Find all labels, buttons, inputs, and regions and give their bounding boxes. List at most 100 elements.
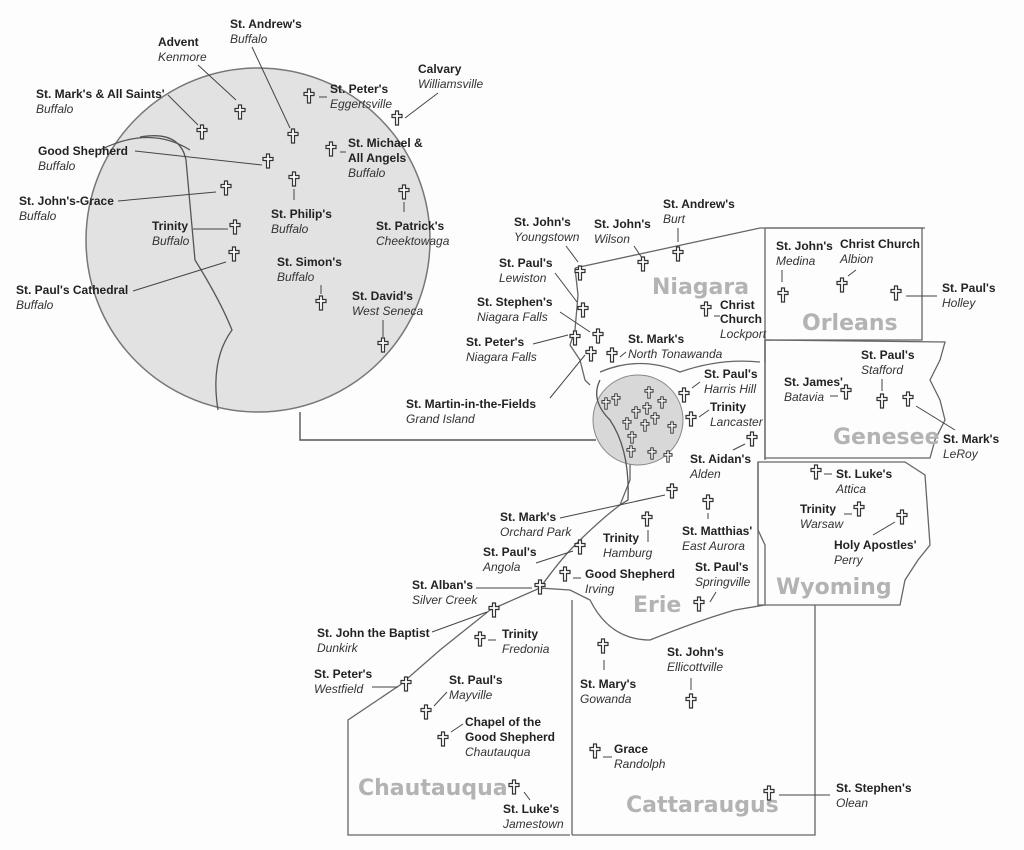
church-name-line2: Church: [720, 312, 762, 326]
church-name: Good Shepherd: [38, 144, 128, 158]
church-marker[interactable]: St. John the Baptist Dunkirk: [317, 602, 500, 655]
leader-line: [847, 269, 857, 277]
church-name: Trinity: [603, 531, 639, 545]
church-name: St. Peter's: [330, 82, 389, 96]
church-marker[interactable]: Calvary Williamsville: [391, 62, 484, 126]
church-marker[interactable]: St. John's Wilson: [594, 217, 651, 272]
church-town: Niagara Falls: [477, 310, 548, 324]
church-town: Buffalo: [19, 209, 57, 223]
church-marker[interactable]: St. Luke's Attica: [810, 464, 893, 496]
church-name: St. Andrew's: [663, 197, 735, 211]
church-marker[interactable]: Chapel of the Good Shepherd Chautauqua: [437, 715, 555, 759]
church-marker[interactable]: St. Mark's Orchard Park: [500, 483, 678, 539]
church-marker[interactable]: St. Paul's Stafford: [861, 348, 915, 409]
leader-line: [251, 46, 291, 129]
church-marker[interactable]: Christ Church Albion: [836, 237, 920, 293]
cross-icon: [672, 246, 684, 262]
church-marker[interactable]: St. Matthias' East Aurora: [682, 494, 752, 553]
church-marker[interactable]: St. Mark's North Tonawanda: [585, 332, 723, 363]
church-marker[interactable]: St. Philip's Buffalo: [271, 171, 332, 236]
church-marker[interactable]: St. Alban's Silver Creek: [412, 578, 546, 607]
church-marker[interactable]: Trinity Lancaster: [685, 400, 764, 429]
leader-line: [532, 334, 569, 345]
church-marker[interactable]: St. James' Batavia: [784, 375, 852, 404]
church-marker[interactable]: Grace Randolph: [589, 742, 666, 771]
buffalo-inset-circle: [85, 67, 431, 413]
church-marker[interactable]: St. Michael & All Angels Buffalo: [325, 136, 423, 180]
church-marker[interactable]: Christ Church Lockport: [700, 298, 767, 341]
church-marker[interactable]: St. Luke's Jamestown: [502, 779, 564, 831]
church-marker[interactable]: St. John's Youngstown: [514, 215, 586, 281]
church-marker[interactable]: St. Andrew's Buffalo: [230, 17, 302, 144]
church-name: St. Paul's: [942, 281, 996, 295]
cross-icon: [693, 596, 705, 612]
church-marker[interactable]: St. Paul's Cathedral Buffalo: [16, 246, 240, 312]
church-marker[interactable]: St. Mark's LeRoy: [902, 391, 1000, 461]
church-marker[interactable]: St. Stephen's Olean: [763, 781, 912, 810]
leader-line: [404, 92, 439, 119]
church-marker[interactable]: Good Shepherd Buffalo: [38, 144, 274, 173]
church-marker[interactable]: St. Mary's Gowanda: [580, 638, 637, 706]
cross-icon: [876, 393, 888, 409]
church-name: St. Peter's: [314, 667, 373, 681]
church-town: West Seneca: [352, 304, 423, 318]
wyoming-border: [757, 461, 931, 606]
cross-icon: [420, 704, 432, 720]
church-marker[interactable]: St. Paul's Harris Hill: [678, 367, 758, 403]
church-town: Mayville: [449, 688, 493, 702]
church-marker[interactable]: St. John's-Grace Buffalo: [19, 180, 232, 223]
erie-border: [538, 462, 766, 641]
church-town: Niagara Falls: [466, 350, 537, 364]
church-marker[interactable]: St. John's Ellicottville: [667, 645, 724, 709]
church-town: Alden: [689, 467, 721, 481]
church-town: LeRoy: [943, 447, 979, 461]
church-marker[interactable]: St. David's West Seneca: [352, 289, 423, 353]
church-marker[interactable]: St. Paul's Holley: [890, 281, 996, 310]
leader-line: [433, 691, 448, 707]
church-town: Springville: [695, 575, 751, 589]
church-marker[interactable]: St. Peter's Eggertsville: [303, 82, 392, 111]
church-marker[interactable]: St. Paul's Mayville: [420, 673, 503, 720]
church-marker[interactable]: St. Mark's & All Saints' Buffalo: [36, 87, 208, 140]
church-name: St. Peter's: [466, 335, 525, 349]
church-marker[interactable]: St. Paul's Angola: [482, 539, 586, 574]
church-marker[interactable]: St. Peter's Niagara Falls: [466, 330, 581, 364]
cross-icon: [896, 509, 908, 525]
church-marker[interactable]: Trinity Warsaw: [800, 501, 865, 531]
church-town: North Tonawanda: [628, 347, 723, 361]
church-marker[interactable]: Trinity Fredonia: [474, 627, 550, 656]
church-marker[interactable]: Trinity Hamburg: [603, 511, 653, 560]
church-town: Westfield: [314, 682, 363, 696]
cattaraugus-border: [572, 605, 816, 836]
inset-shoreline-2: [99, 136, 191, 151]
church-marker[interactable]: St. John's Medina: [776, 239, 833, 303]
church-marker[interactable]: Trinity Buffalo: [152, 219, 241, 248]
leader-line: [134, 150, 263, 166]
church-marker[interactable]: St. Paul's Springville: [693, 560, 751, 612]
church-town: Burt: [663, 212, 686, 226]
church-town: Batavia: [784, 390, 824, 404]
orleans-border: [765, 227, 923, 341]
church-name: St. John's-Grace: [19, 194, 114, 208]
church-marker[interactable]: St. Stephen's Niagara Falls: [477, 295, 604, 344]
church-town: Perry: [834, 553, 864, 567]
church-marker[interactable]: St. Aidan's Alden: [689, 431, 758, 481]
county-label-erie: Erie: [633, 593, 681, 618]
church-marker[interactable]: St. Simon's Buffalo: [277, 255, 342, 311]
church-marker[interactable]: St. Martin-in-the-Fields Grand Island: [406, 354, 586, 426]
church-marker[interactable]: Advent Kenmore: [158, 35, 246, 120]
cross-icon: [810, 464, 822, 480]
church-name: St. Paul's Cathedral: [16, 283, 128, 297]
church-name: St. John's: [776, 239, 833, 253]
church-marker[interactable]: Good Shepherd Irving: [559, 566, 675, 596]
church-marker[interactable]: St. Paul's Lewiston: [499, 256, 589, 318]
leader-line: [619, 351, 627, 358]
church-marker[interactable]: St. Patrick's Cheektowaga: [376, 184, 450, 248]
church-marker[interactable]: St. Peter's Westfield: [314, 667, 412, 696]
church-town: Chautauqua: [465, 745, 531, 759]
church-marker[interactable]: Holy Apostles' Perry: [834, 509, 917, 567]
church-town: Warsaw: [800, 517, 844, 531]
church-town: Buffalo: [36, 102, 74, 116]
church-marker[interactable]: St. Andrew's Burt: [663, 197, 735, 262]
